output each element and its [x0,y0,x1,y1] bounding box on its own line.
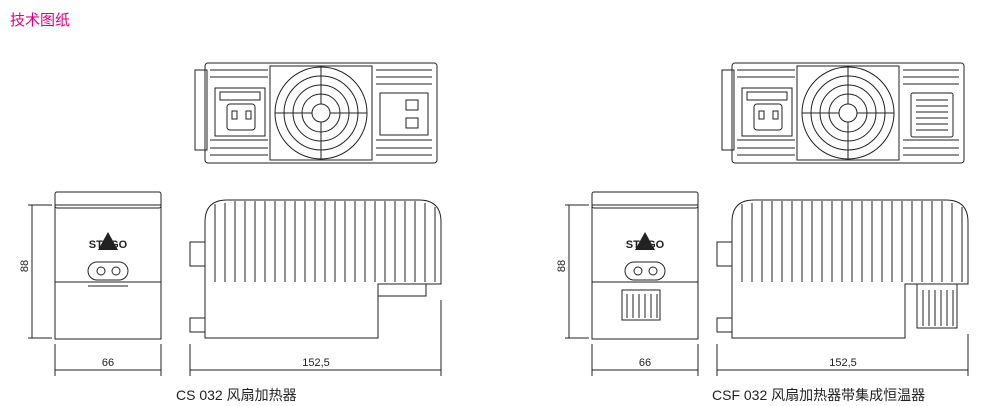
side-view [189,199,442,339]
technical-drawing-cs032: STEGO [19,62,442,376]
drawing-caption-csf032: CSF 032 风扇加热器带集成恒温器 [712,387,926,403]
side-ribs [214,201,436,282]
indicator-lamps [87,261,129,281]
right-vent-grille [376,69,432,156]
side-thermostat-knob [916,283,958,329]
height-dimension-label: 88 [19,260,31,272]
thermostat-dial [910,92,954,138]
front-view: STEGO [54,191,162,340]
power-socket [741,87,793,137]
dimension-lines [565,204,969,376]
side-view [716,199,969,339]
width-dimension-label: 66 [102,357,114,369]
width-dimension-label: 66 [639,357,651,369]
fan-grille [269,65,373,161]
thermostat-knob [621,289,661,321]
left-vent-grille [737,69,795,156]
fan-grille [796,65,900,161]
length-dimension-label: 152,5 [302,357,330,369]
stego-logo-mark: STEGO [89,232,128,251]
front-view: STEGO [591,191,699,340]
length-dimension-label: 152,5 [829,357,857,369]
top-view [194,62,438,164]
svg-text:STEGO: STEGO [626,239,665,251]
right-vent-grille [903,69,959,156]
technical-drawing-csf032: STEGO [556,62,969,376]
dimension-lines [28,204,442,376]
side-ribs [741,201,963,282]
indicator-lamps [624,261,666,281]
top-view [721,62,965,164]
height-dimension-label: 88 [556,260,568,272]
switch-panel [379,92,429,136]
svg-text:STEGO: STEGO [89,239,128,251]
left-vent-grille [210,69,268,156]
stego-logo-mark: STEGO [626,232,665,251]
power-socket [214,87,266,137]
drawing-caption-cs032: CS 032 风扇加热器 [176,387,297,403]
section-title: 技术图纸 [10,12,71,29]
